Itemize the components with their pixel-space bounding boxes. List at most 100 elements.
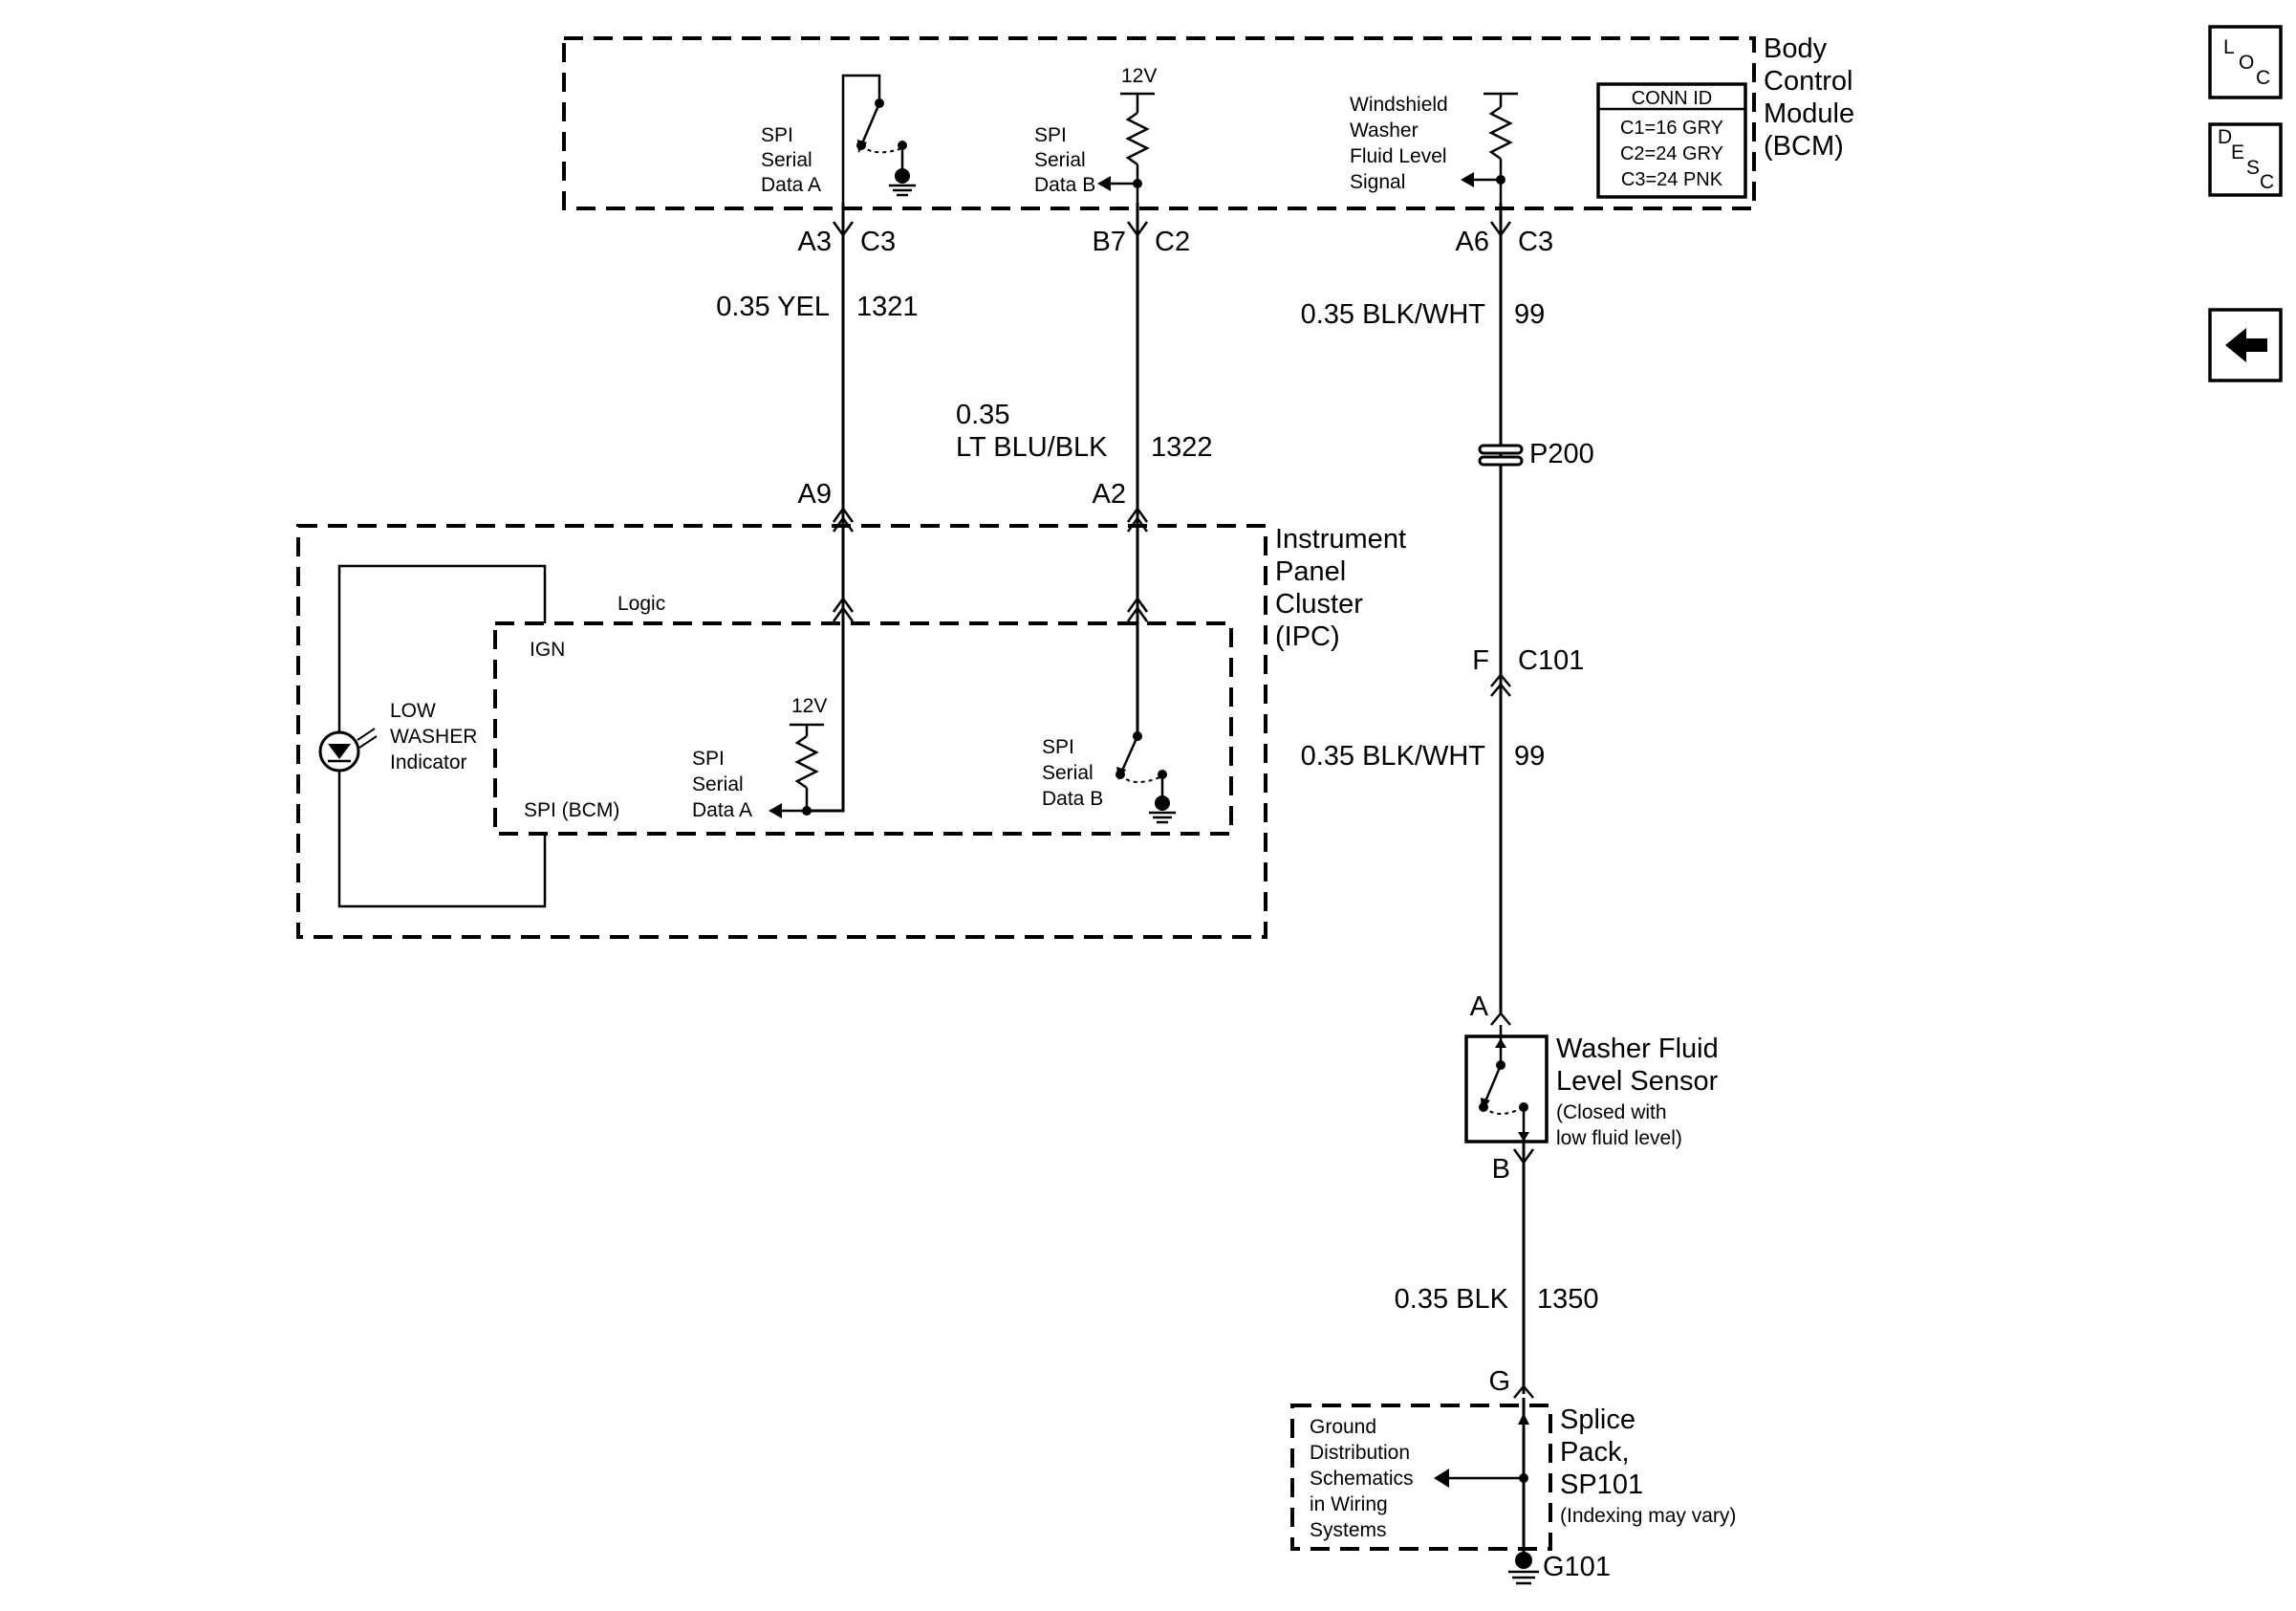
wire-1321-number: 1321 xyxy=(856,292,919,322)
pin-b7: B7 xyxy=(1093,227,1126,257)
wire-1322-color-1: 0.35 xyxy=(956,400,1009,430)
sensor-note-2: low fluid level) xyxy=(1556,1127,1682,1149)
bcm-spi-a-switch xyxy=(841,74,916,203)
pin-c3a: C3 xyxy=(860,227,896,257)
pin-a3: A3 xyxy=(798,227,832,257)
bcm-spi-a-1: SPI xyxy=(761,124,793,146)
conn-id-c2: C2=24 GRY xyxy=(1620,143,1723,164)
splice-gnd-3: Schematics xyxy=(1310,1468,1414,1490)
ipc-spi-b-switch xyxy=(1116,623,1176,824)
wire-99-number-upper: 99 xyxy=(1514,299,1545,330)
desc-letter-e: E xyxy=(2231,142,2244,163)
sensor-name-1: Washer Fluid xyxy=(1556,1034,1719,1064)
pin-a9: A9 xyxy=(798,479,832,510)
desc-letter-s: S xyxy=(2246,157,2260,179)
bcm-name-4: (BCM) xyxy=(1764,131,1844,162)
bcm-12v: 12V xyxy=(1121,65,1157,87)
wire-1322-color-2: LT BLU/BLK xyxy=(956,432,1108,463)
c101-label: C101 xyxy=(1518,645,1584,676)
bcm-wsw-1: Windshield xyxy=(1350,94,1448,116)
low-washer-indicator-icon xyxy=(318,728,378,773)
pin-c2: C2 xyxy=(1155,227,1190,257)
ipc-name-1: Instrument xyxy=(1275,524,1406,555)
loc-letter-c: C xyxy=(2256,67,2270,89)
back-arrow-icon xyxy=(2225,328,2267,362)
splice-gnd-4: in Wiring xyxy=(1310,1493,1388,1515)
bcm-washer-pullup xyxy=(1461,92,1518,203)
bcm-block: Body Control Module (BCM) SPI Serial Dat… xyxy=(562,33,1854,210)
loc-letter-o: O xyxy=(2239,52,2254,74)
splice-note: (Indexing may vary) xyxy=(1560,1505,1736,1527)
ipc-spi-b-3: Data B xyxy=(1042,788,1103,810)
loc-button[interactable]: L O C xyxy=(2208,25,2283,99)
wire-99-number-lower: 99 xyxy=(1514,741,1545,772)
ipc-logic: Logic xyxy=(617,593,665,615)
ipc-spi-a-3: Data A xyxy=(692,799,752,821)
conn-id-title: CONN ID xyxy=(1632,88,1712,109)
ipc-spi-bcm: SPI (BCM) xyxy=(524,799,619,821)
logic-box xyxy=(493,621,1233,836)
splice-gnd-5: Systems xyxy=(1310,1519,1387,1541)
ipc-ign: IGN xyxy=(530,639,565,661)
splice-name-1: Splice xyxy=(1560,1404,1635,1435)
bcm-wsw-3: Fluid Level xyxy=(1350,145,1447,167)
splice-pack xyxy=(1290,1384,1552,1585)
bcm-name-3: Module xyxy=(1764,98,1854,129)
wire-99-color-upper: 0.35 BLK/WHT xyxy=(1301,299,1486,330)
bcm-spi-b-pullup xyxy=(1097,92,1155,203)
ipc-12v: 12V xyxy=(791,695,827,717)
ipc-low-3: Indicator xyxy=(390,751,467,773)
ipc-name-4: (IPC) xyxy=(1275,621,1340,652)
pin-g: G xyxy=(1488,1366,1510,1397)
pin-b: B xyxy=(1492,1154,1510,1185)
g101-label: G101 xyxy=(1543,1552,1611,1582)
bcm-spi-b-1: SPI xyxy=(1034,124,1067,146)
ipc-spi-b-1: SPI xyxy=(1042,736,1074,758)
washer-fluid-level-sensor xyxy=(1464,1012,1549,1165)
c101-connector xyxy=(1490,673,1511,697)
bcm-name-2: Control xyxy=(1764,66,1853,97)
desc-letter-c: C xyxy=(2260,171,2274,193)
splice-gnd-2: Distribution xyxy=(1310,1442,1410,1464)
ipc-spi-a-1: SPI xyxy=(692,748,725,770)
ipc-spi-a-2: Serial xyxy=(692,773,744,795)
ipc-spi-b-2: Serial xyxy=(1042,762,1094,784)
pin-a6: A6 xyxy=(1456,227,1489,257)
wire-1322-number: 1322 xyxy=(1151,432,1213,463)
bcm-spi-a-3: Data A xyxy=(761,174,821,196)
p200-passthrough xyxy=(1478,444,1524,467)
bcm-spi-a-2: Serial xyxy=(761,149,812,171)
sensor-note-1: (Closed with xyxy=(1556,1101,1667,1123)
loc-letter-l: L xyxy=(2223,36,2235,58)
bcm-wsw-4: Signal xyxy=(1350,171,1405,193)
wire-1321-color: 0.35 YEL xyxy=(716,292,830,322)
bcm-spi-b-3: Data B xyxy=(1034,174,1095,196)
pin-a: A xyxy=(1470,991,1489,1022)
bcm-spi-b-2: Serial xyxy=(1034,149,1086,171)
wire-1350-color: 0.35 BLK xyxy=(1395,1284,1509,1315)
splice-gnd-1: Ground xyxy=(1310,1416,1376,1438)
wire-99-color-lower: 0.35 BLK/WHT xyxy=(1301,741,1486,772)
sensor-name-2: Level Sensor xyxy=(1556,1066,1719,1097)
back-button[interactable] xyxy=(2208,308,2283,382)
pin-c3b: C3 xyxy=(1518,227,1553,257)
conn-id-c1: C1=16 GRY xyxy=(1620,118,1723,139)
ipc-block: Instrument Panel Cluster (IPC) A9 A2 Log… xyxy=(296,479,1406,939)
desc-letter-d: D xyxy=(2218,126,2232,148)
desc-button[interactable]: D E S C xyxy=(2208,122,2283,197)
conn-id-box: CONN ID C1=16 GRY C2=24 GRY C3=24 PNK xyxy=(1596,82,1747,199)
splice-name-2: Pack, xyxy=(1560,1437,1630,1468)
ipc-spi-a-pullup xyxy=(769,623,845,818)
p200-label: P200 xyxy=(1529,439,1594,469)
ipc-low-2: WASHER xyxy=(390,726,477,748)
ipc-name-3: Cluster xyxy=(1275,589,1363,620)
pin-a2: A2 xyxy=(1093,479,1126,510)
ipc-name-2: Panel xyxy=(1275,556,1346,587)
pin-f: F xyxy=(1472,645,1489,676)
ipc-low-1: LOW xyxy=(390,700,436,722)
wire-1350-number: 1350 xyxy=(1537,1284,1599,1315)
g101-ground-icon xyxy=(1515,1552,1532,1569)
bcm-wsw-2: Washer xyxy=(1350,120,1419,142)
conn-id-c3: C3=24 PNK xyxy=(1621,169,1723,190)
